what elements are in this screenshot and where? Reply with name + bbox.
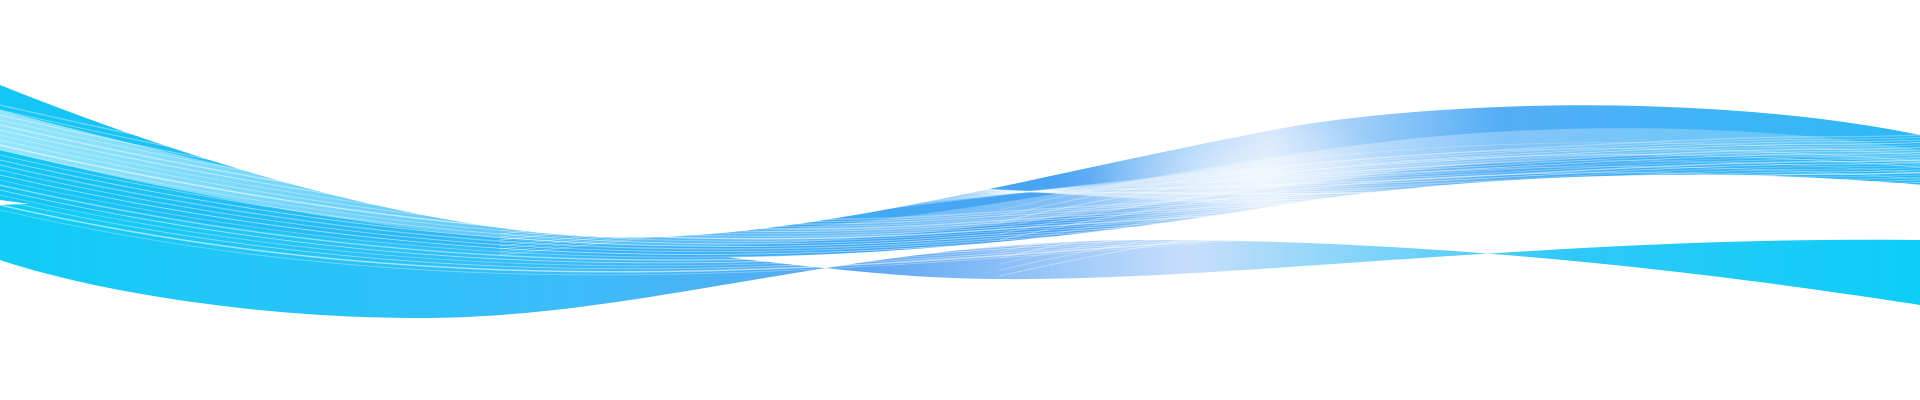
wave-streak-line: [499, 182, 1920, 203]
wave-streak-line: [999, 160, 1920, 229]
wave-streak-line: [499, 159, 1920, 226]
wave-streak-line: [0, 154, 1920, 245]
wave-streak-line: [0, 129, 1920, 232]
wave-streak-line: [499, 171, 1920, 211]
wave-streak-line: [0, 184, 1920, 261]
wave-streak-line: [0, 189, 1920, 264]
wave-streak-line: [499, 167, 1920, 217]
wave-streak-line: [0, 104, 1920, 221]
wave-streak-line: [499, 152, 1920, 235]
wave-streak-line: [499, 154, 1920, 232]
wave-streak-line: [499, 149, 1920, 238]
wave-streak-line: [0, 149, 1920, 242]
wave-streak-line: [0, 139, 1920, 237]
wave-streak-line: [999, 172, 1920, 241]
wave-sheen: [0, 110, 1920, 247]
wave-streak-line: [499, 177, 1920, 205]
wave-streak-line: [0, 109, 1920, 223]
wave-streak-line: [0, 194, 1920, 267]
wave-streak-line: [499, 162, 1920, 223]
wave-streak-line: [499, 181, 1920, 205]
wave-streak-line: [999, 190, 1920, 259]
wave-streak-line: [0, 199, 1920, 270]
wave-streak-line: [499, 157, 1920, 229]
wave-streak-line: [499, 174, 1920, 208]
wave-streak-line: [999, 166, 1920, 235]
wave-streak-line: [999, 142, 1920, 211]
wave-streak-line: [0, 159, 1920, 247]
wave-streak-line: [499, 164, 1920, 220]
wave-streak-line: [499, 179, 1920, 207]
upper-wave-band: [0, 85, 1920, 258]
wave-streak-line: [999, 196, 1920, 265]
wave-streak-line: [499, 134, 1920, 256]
wave-streak-line: [0, 179, 1920, 258]
wave-streak-line: [0, 124, 1920, 230]
wave-streak-line: [0, 144, 1920, 240]
wave-streak-line: [999, 202, 1920, 271]
wave-streak-line: [499, 179, 1920, 202]
wave-streak-lines: [0, 104, 1920, 277]
wave-streak-line: [0, 204, 1920, 273]
wave-streak-line: [0, 134, 1920, 235]
wave-streak-line: [999, 148, 1920, 217]
wave-streak-line: [0, 209, 1920, 276]
wave-streak-line: [499, 146, 1920, 241]
wave-streak-line: [0, 119, 1920, 227]
wave-streak-line: [499, 144, 1920, 244]
wave-streak-line: [499, 139, 1920, 250]
wave-streak-line: [999, 154, 1920, 223]
wave-streak-line: [0, 174, 1920, 255]
wave-streak-line: [999, 184, 1920, 253]
wave-streak-line: [499, 137, 1920, 253]
wave-streak-line: [499, 169, 1920, 214]
wave-streak-line: [0, 169, 1920, 253]
wave-streak-line: [499, 142, 1920, 247]
wave-streak-line: [0, 164, 1920, 250]
wave-streak-line: [0, 114, 1920, 225]
wave-streak-line: [999, 178, 1920, 247]
wave-streak-line: [999, 208, 1920, 277]
